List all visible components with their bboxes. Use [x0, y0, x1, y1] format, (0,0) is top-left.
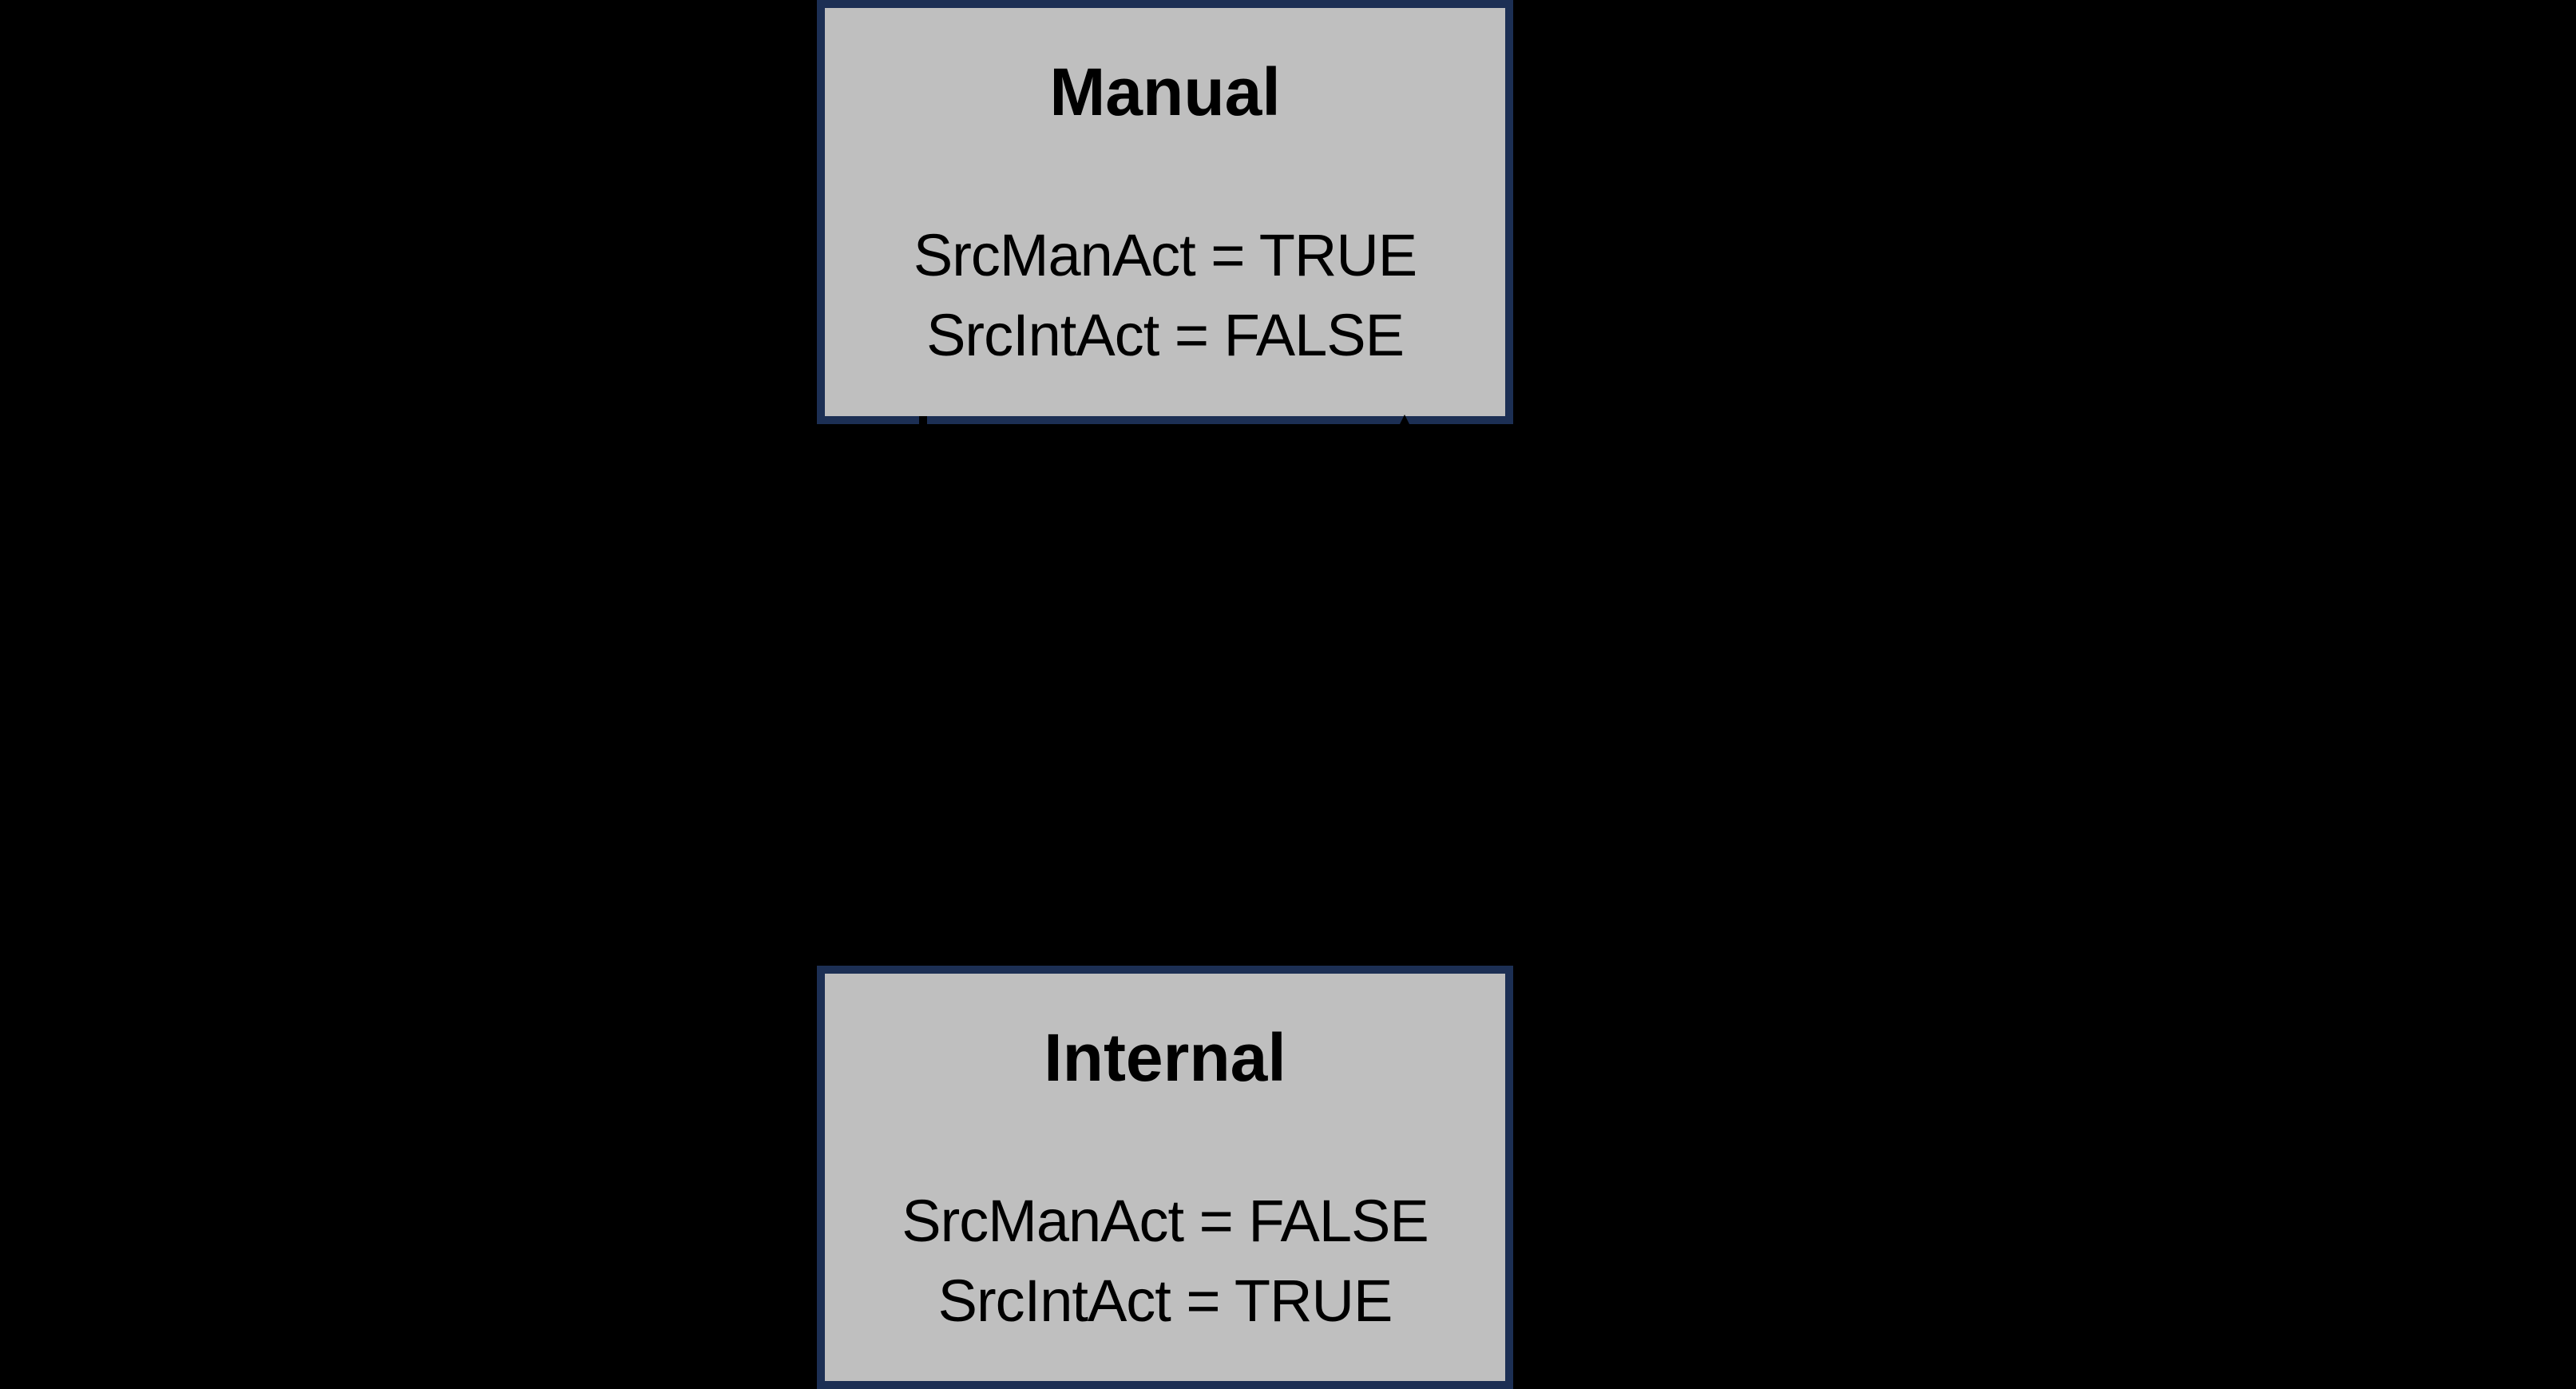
arrowhead-down-icon	[911, 942, 935, 966]
state-body: SrcManAct = TRUE SrcIntAct = FALSE	[825, 216, 1505, 375]
state-box-manual: Manual SrcManAct = TRUE SrcIntAct = FALS…	[817, 0, 1513, 424]
arrowhead-up-icon	[1393, 415, 1417, 439]
state-variable-line: SrcManAct = TRUE	[913, 222, 1417, 288]
state-body: SrcManAct = FALSE SrcIntAct = TRUE	[825, 1181, 1505, 1341]
state-title: Internal	[1044, 1020, 1286, 1095]
state-box-internal: Internal SrcManAct = FALSE SrcIntAct = T…	[817, 966, 1513, 1389]
arrow-line	[1401, 438, 1409, 970]
state-variable-line: SrcIntAct = TRUE	[937, 1268, 1393, 1334]
state-title: Manual	[1049, 54, 1281, 129]
arrow-line	[919, 416, 927, 966]
state-variable-line: SrcIntAct = FALSE	[926, 302, 1405, 368]
state-variable-line: SrcManAct = FALSE	[902, 1188, 1429, 1254]
